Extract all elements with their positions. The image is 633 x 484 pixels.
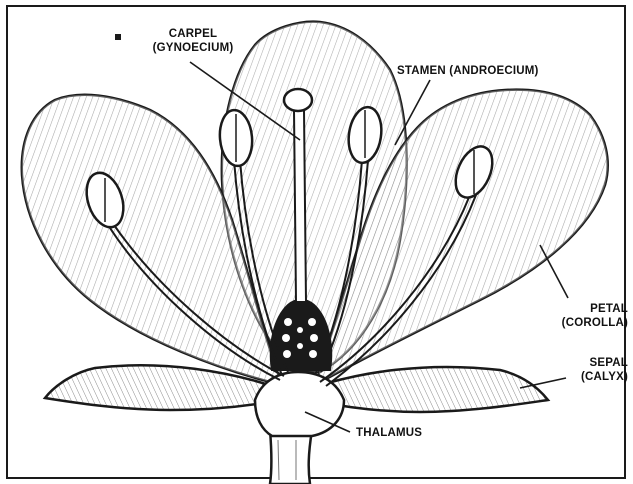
carpel-label-line2: (GYNOECIUM) (118, 41, 268, 55)
carpel-label-line1: CARPEL (118, 27, 268, 41)
sepal-label-line1: SEPAL (528, 356, 628, 370)
style (294, 110, 306, 302)
flower-stalk (270, 430, 312, 484)
petal-label: PETAL (COROLLA) (528, 302, 628, 330)
petal-label-line1: PETAL (528, 302, 628, 316)
thalamus-label-text: THALAMUS (356, 427, 422, 439)
petal-label-line2: (COROLLA) (528, 316, 628, 330)
thalamus-label: THALAMUS (356, 426, 422, 440)
stigma (284, 89, 312, 111)
sepal-label-line2: (CALYX) (528, 370, 628, 384)
stamen-label-text: STAMEN (ANDROECIUM) (397, 65, 539, 77)
stamen-label: STAMEN (ANDROECIUM) (397, 64, 539, 78)
sepal-label: SEPAL (CALYX) (528, 356, 628, 384)
carpel-label: CARPEL (GYNOECIUM) (118, 27, 268, 55)
